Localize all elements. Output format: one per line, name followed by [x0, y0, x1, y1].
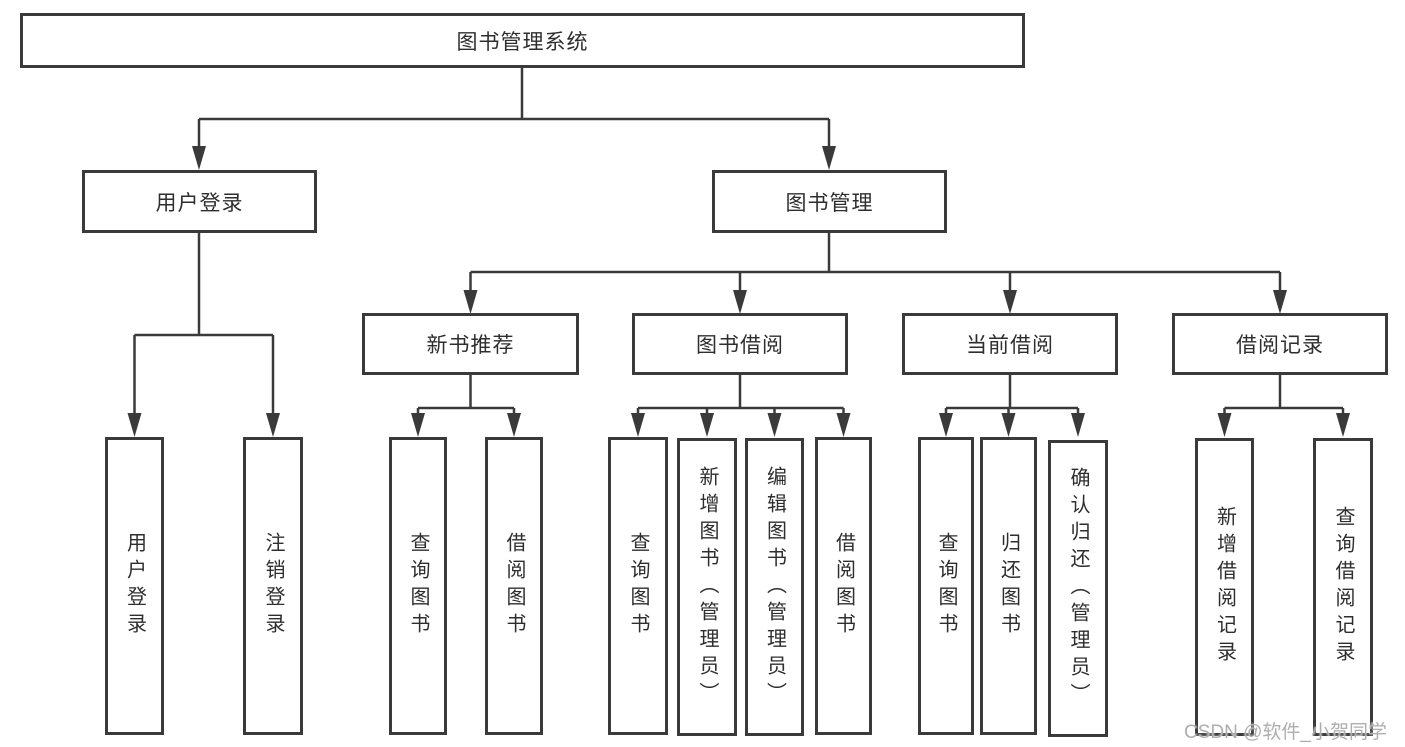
leaf-recommend-borrow-books: 借阅图书: [485, 437, 543, 735]
group-node-borrowing-records-label: 借阅记录: [1236, 334, 1324, 357]
leaf-records-add-record-label: 新增借阅记录: [1213, 506, 1236, 668]
root-node: 图书管理系统: [20, 13, 1025, 68]
leaf-current-confirm-return-admin-label: 确认归还（管理员）: [1067, 467, 1089, 710]
leaf-user-login: 用户登录: [105, 437, 164, 735]
leaf-recommend-query-books-label: 查询图书: [407, 532, 429, 640]
branch-node-book-management: 图书管理: [712, 170, 947, 233]
watermark-text: CSDN @软件_小贺同学: [1184, 722, 1387, 743]
leaf-current-query-books: 查询图书: [918, 437, 974, 735]
leaf-current-confirm-return-admin: 确认归还（管理员）: [1048, 440, 1108, 737]
leaf-records-query-record-label: 查询借阅记录: [1332, 506, 1354, 668]
group-node-book-borrowing: 图书借阅: [632, 313, 848, 375]
leaf-borrow-edit-books-admin: 编辑图书（管理员）: [745, 438, 804, 736]
branch-node-book-management-label: 图书管理: [785, 191, 874, 215]
leaf-borrow-add-books-admin-label: 新增图书（管理员）: [696, 465, 718, 709]
branch-node-user-login-label: 用户登录: [155, 191, 244, 215]
leaf-recommend-borrow-books-label: 借阅图书: [503, 532, 525, 640]
leaf-recommend-query-books: 查询图书: [389, 437, 447, 735]
root-node-label: 图书管理系统: [456, 30, 589, 54]
leaf-current-return-books-label: 归还图书: [997, 532, 1020, 640]
group-node-current-borrowing-label: 当前借阅: [966, 334, 1054, 357]
branch-node-user-login: 用户登录: [82, 170, 317, 233]
leaf-borrow-edit-books-admin-label: 编辑图书（管理员）: [763, 465, 786, 709]
group-node-borrowing-records: 借阅记录: [1172, 313, 1388, 375]
leaf-records-add-record: 新增借阅记录: [1195, 438, 1254, 736]
group-node-book-borrowing-label: 图书借阅: [696, 334, 784, 357]
leaf-borrow-add-books-admin: 新增图书（管理员）: [677, 438, 737, 736]
leaf-borrow-query-books-label: 查询图书: [627, 532, 649, 640]
leaf-logout: 注销登录: [243, 437, 303, 735]
leaf-records-query-record: 查询借阅记录: [1313, 438, 1373, 736]
leaf-borrow-query-books: 查询图书: [608, 437, 668, 735]
group-node-current-borrowing: 当前借阅: [902, 313, 1118, 375]
leaf-user-login-label: 用户登录: [123, 532, 146, 640]
group-node-new-book-recommendation-label: 新书推荐: [426, 334, 515, 357]
leaf-current-query-books-label: 查询图书: [935, 532, 957, 640]
group-node-new-book-recommendation: 新书推荐: [362, 313, 579, 375]
leaf-current-return-books: 归还图书: [980, 437, 1037, 735]
leaf-borrow-borrow-books: 借阅图书: [815, 437, 872, 735]
leaf-borrow-borrow-books-label: 借阅图书: [832, 532, 855, 640]
leaf-logout-label: 注销登录: [262, 532, 284, 640]
